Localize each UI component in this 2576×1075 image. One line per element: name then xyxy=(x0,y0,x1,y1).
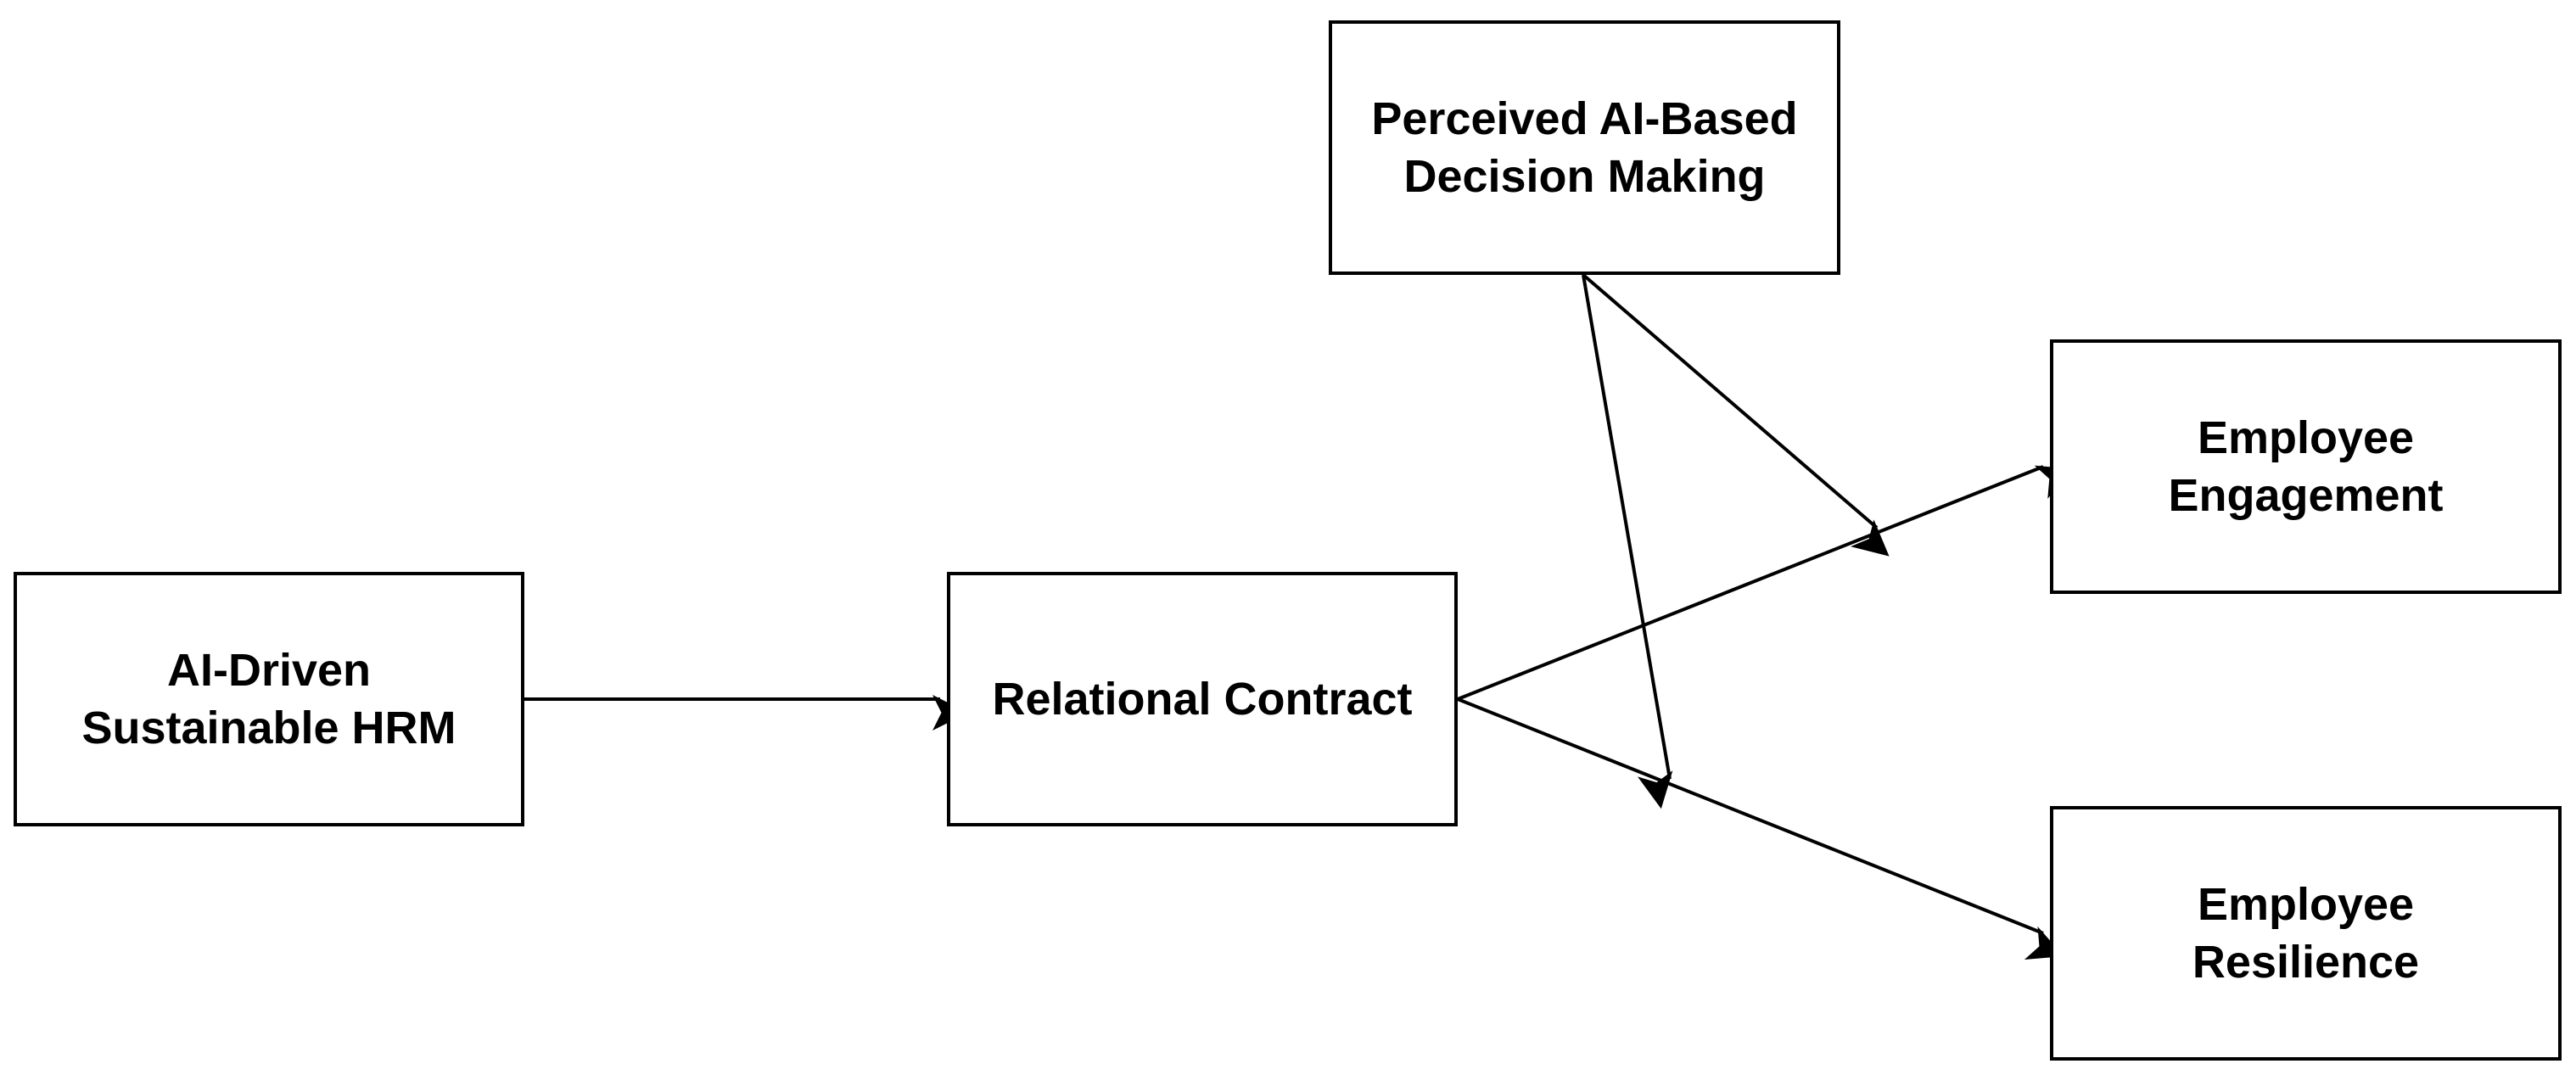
arrow-relational-contract-to-engagement xyxy=(1457,465,2075,701)
node-label: Employee Resilience xyxy=(2192,879,2420,988)
node-perceived-ai-based-decision-making: Perceived AI-Based Decision Making xyxy=(1329,20,1840,275)
arrow-relational-contract-to-resilience xyxy=(1457,697,2064,960)
node-employee-engagement: Employee Engagement xyxy=(2050,339,2562,594)
node-relational-contract: Relational Contract xyxy=(947,572,1458,826)
node-ai-driven-sustainable-hrm: AI-Driven Sustainable HRM xyxy=(14,572,524,826)
node-label: AI-Driven Sustainable HRM xyxy=(81,645,456,753)
node-label: Relational Contract xyxy=(992,674,1413,725)
node-label: Perceived AI-Based Decision Making xyxy=(1371,93,1798,202)
node-label: Employee Engagement xyxy=(2168,412,2444,521)
moderation-arrow-to-engagement-path xyxy=(1582,273,1890,557)
node-employee-resilience: Employee Resilience xyxy=(2050,806,2562,1061)
moderation-arrow-to-resilience-path xyxy=(1582,274,1673,809)
